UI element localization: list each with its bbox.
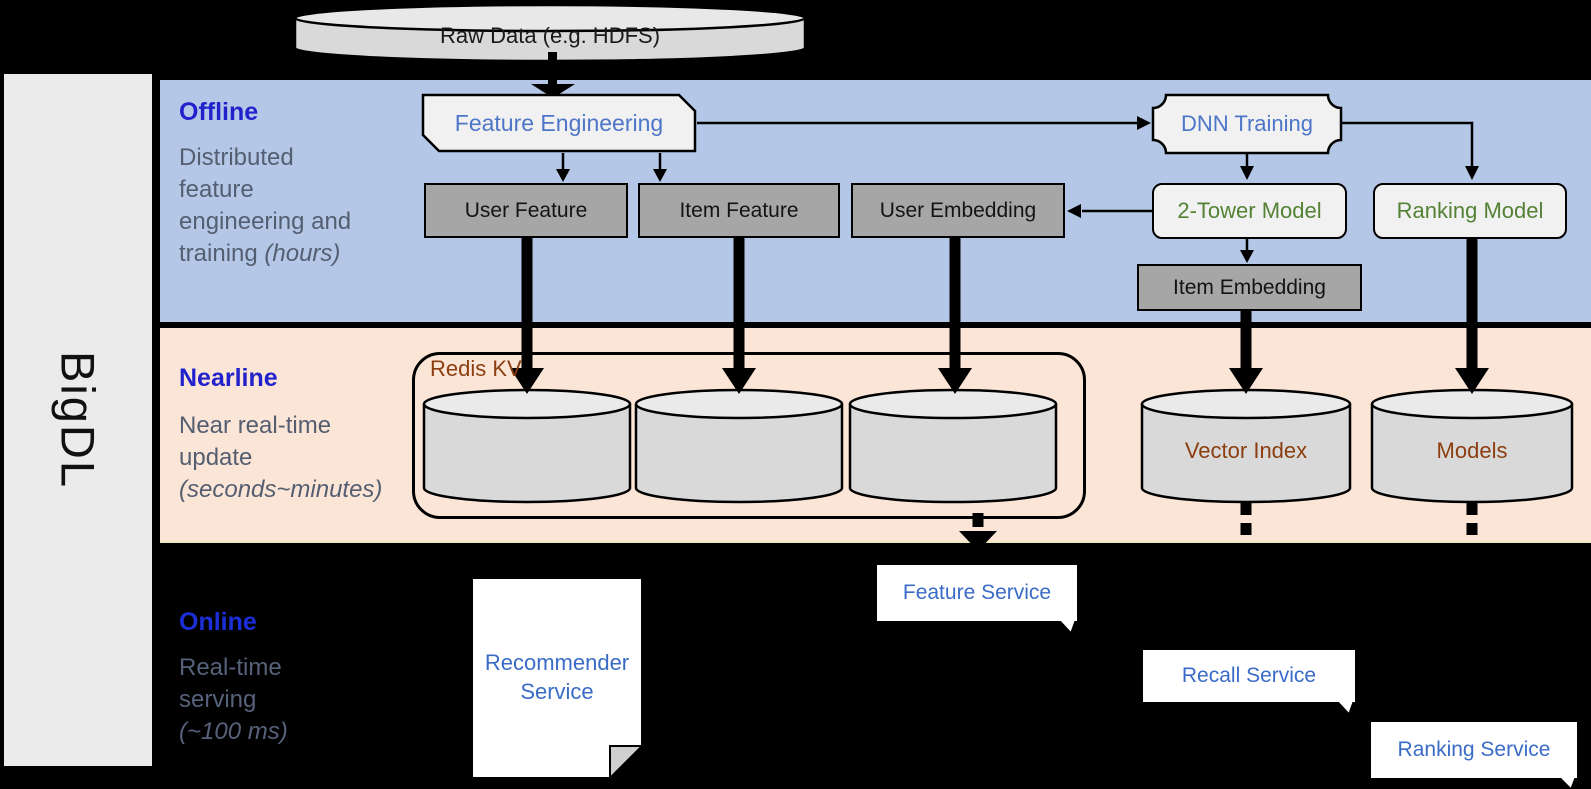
online-section-title: Online [179, 608, 257, 636]
redis-kv-container [412, 352, 1086, 519]
redis-cylinder-3 [848, 388, 1058, 504]
feature-engineering-shape [421, 93, 697, 153]
nearline-section-title: Nearline [179, 364, 278, 392]
arrow-item-embedding-to-vector-index [1240, 310, 1252, 370]
two-tower-model-box: 2-Tower Model [1152, 183, 1347, 239]
arrow-rawdata-to-fe [531, 52, 575, 98]
recall-service-box: Recall Service [1143, 650, 1355, 702]
offline-section-desc: Distributed feature engineering and trai… [179, 144, 352, 267]
offline-section-title: Offline [179, 98, 259, 126]
redis-cylinder-2 [634, 388, 844, 504]
arrow-item-feature-to-kv [733, 238, 745, 370]
item-feature-box: Item Feature [638, 183, 840, 238]
dashed-connectors [959, 503, 1478, 551]
bigdl-brand-strip: BigDL [4, 74, 152, 766]
folded-corner [609, 745, 645, 781]
arrow-user-feature-to-kv [521, 238, 533, 370]
dashed-line-models-to-ranking [1466, 503, 1478, 515]
online-section-desc: Real-time serving (~100 ms) [179, 654, 288, 745]
arrow-user-embedding-to-kv [949, 238, 961, 370]
arrow-dnn-to-ranking-model [1341, 121, 1474, 167]
recommender-service-document [471, 577, 645, 781]
dnn-training-shape [1151, 93, 1343, 155]
user-feature-box: User Feature [424, 183, 628, 238]
feature-service-tail [1056, 618, 1078, 635]
recall-service-tail [1334, 699, 1356, 716]
dashed-line-vector-index-to-recall [1240, 503, 1252, 515]
vector-index-cylinder [1140, 388, 1352, 504]
user-embedding-box: User Embedding [851, 183, 1065, 238]
thin-connectors [556, 116, 1479, 263]
thick-connectors [510, 238, 1489, 394]
redis-cylinder-1 [422, 388, 632, 504]
bigdl-brand-label: BigDL [51, 350, 105, 489]
ranking-service-box: Ranking Service [1371, 722, 1577, 778]
redis-kv-label: Redis KV [430, 356, 522, 381]
item-embedding-box: Item Embedding [1137, 264, 1362, 311]
models-cylinder [1370, 388, 1574, 504]
raw-data-cylinder [293, 3, 807, 63]
nearline-section-desc: Near real-time update (seconds~minutes) [179, 412, 383, 503]
ranking-model-box: Ranking Model [1373, 183, 1567, 239]
dashed-arrow-kv-to-feature-service [972, 513, 984, 527]
feature-service-box: Feature Service [877, 565, 1077, 621]
arrow-ranking-model-to-models [1466, 238, 1478, 370]
